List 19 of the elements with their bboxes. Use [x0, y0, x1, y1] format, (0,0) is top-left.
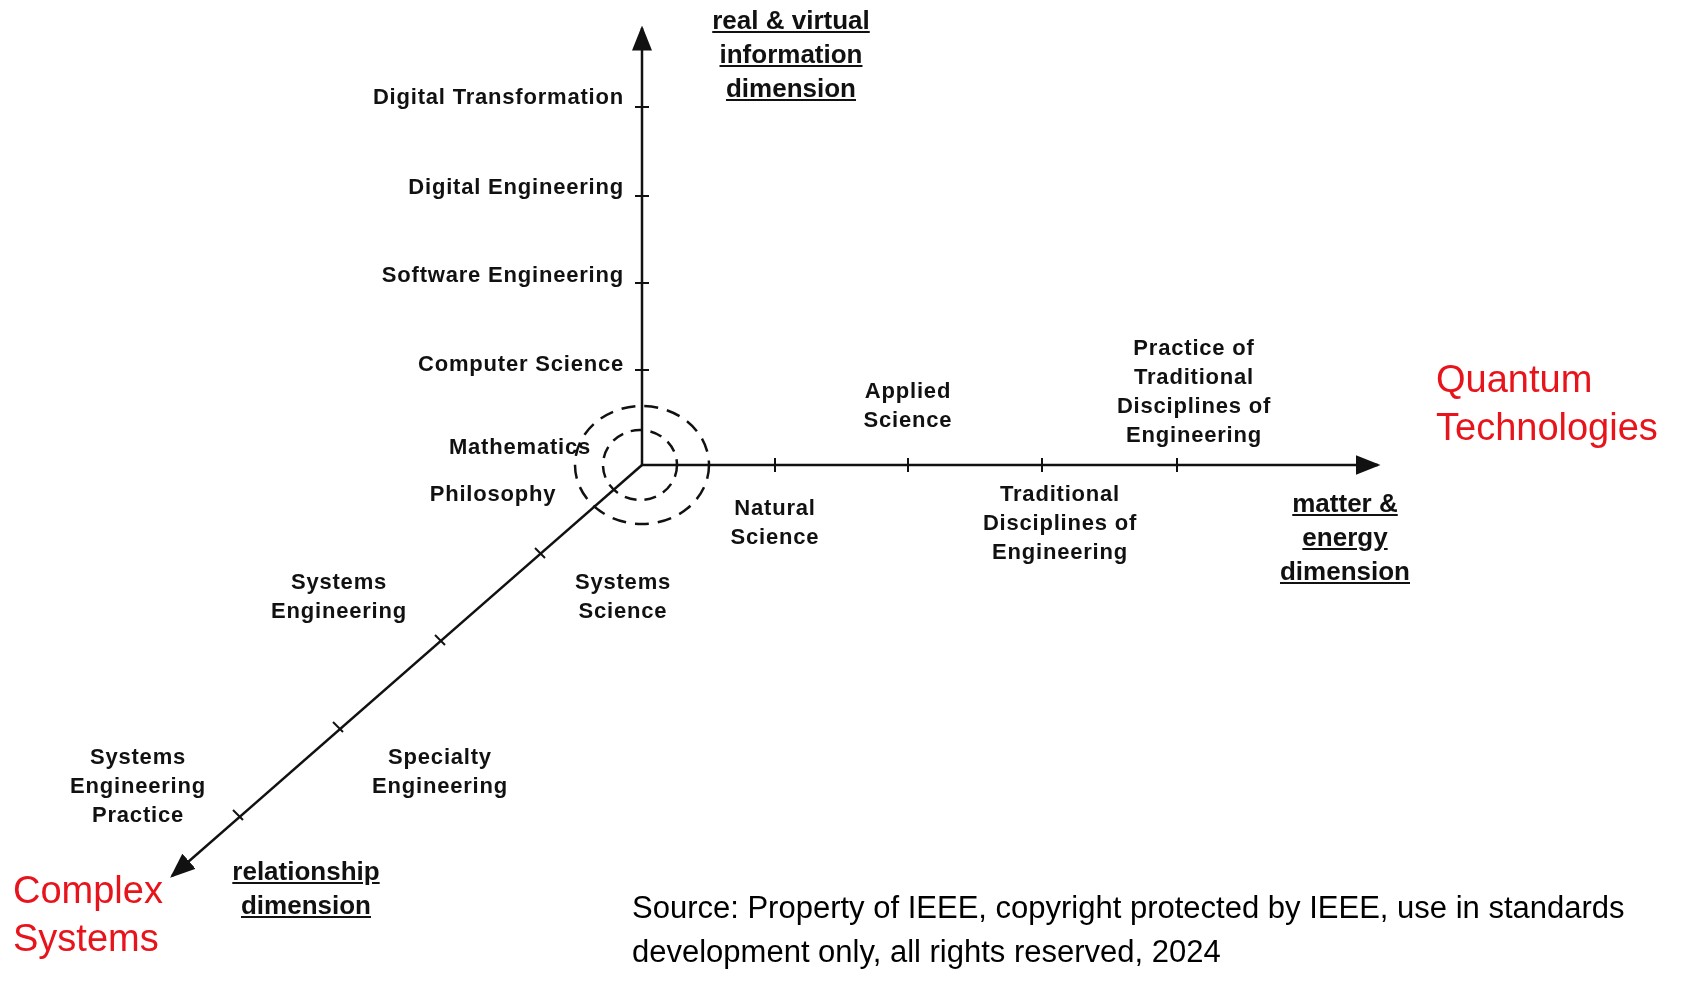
axis-tick-label: Philosophy — [428, 479, 558, 508]
axis-tick-label: Applied Science — [862, 377, 954, 434]
highlight-text: Complex Systems — [13, 868, 164, 961]
source-note: Source: Property of IEEE, copyright protected by IEEE, use in standards development only, all rights reserved, 2024 — [632, 889, 1626, 971]
axis-tick-label: Computer Science — [417, 349, 624, 378]
axis-tick-label: Traditional Disciplines of Engineering — [981, 479, 1139, 566]
highlight-text: Quantum Technologies — [1436, 357, 1659, 450]
axis-title: matter & energy dimension — [1279, 487, 1411, 588]
axis-tick-label: Digital Transformation — [371, 82, 624, 111]
axis-tick-label: Systems Engineering Practice — [69, 742, 207, 829]
axis-tick-label: Systems Science — [573, 568, 673, 625]
axis-tick-label: Software Engineering — [380, 260, 624, 289]
axis-tick-label: Digital Engineering — [407, 172, 624, 201]
axis-title: real & virtual information dimension — [711, 4, 871, 105]
axis-title: relationship dimension — [231, 855, 381, 922]
axis-tick-label: Specialty Engineering — [371, 743, 509, 800]
axis-tick-label: Practice of Traditional Disciplines of Engineering — [1115, 334, 1273, 449]
axis-tick-label: Systems Engineering — [270, 568, 408, 625]
axis-tick-label: Natural Science — [729, 494, 821, 551]
